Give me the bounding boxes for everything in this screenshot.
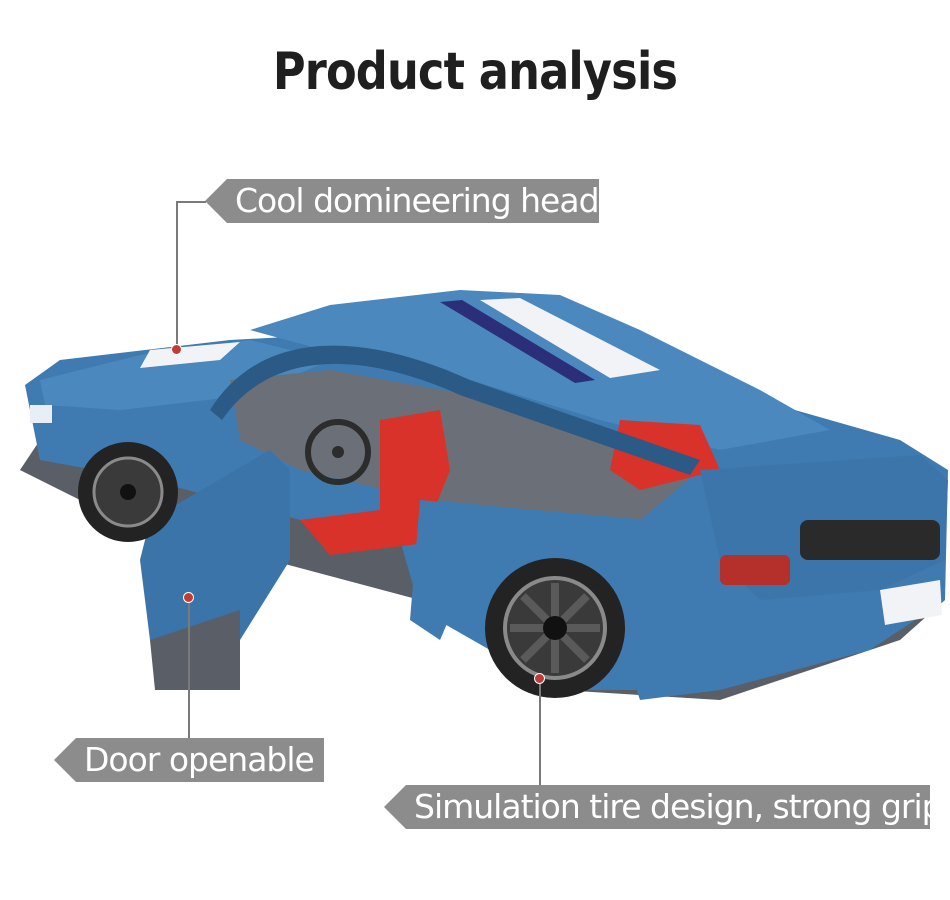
rear-light <box>720 555 790 585</box>
tire-leader <box>539 678 541 785</box>
callout-door-label: Door openable <box>54 738 324 782</box>
hood-stripe <box>140 342 240 368</box>
callout-tire-label: Simulation tire design, strong grip <box>384 785 930 829</box>
rear-spoiler-black <box>800 520 940 560</box>
red-floor <box>300 505 450 555</box>
open-door-panel <box>140 450 290 680</box>
head-leader-vertical <box>176 201 178 349</box>
page-title: Product analysis <box>272 42 678 102</box>
car-hood <box>40 340 330 410</box>
callout-head-label: Cool domineering head <box>205 179 599 223</box>
door-leader <box>188 597 190 738</box>
car-roof <box>250 290 830 450</box>
roof-stripe <box>480 298 660 378</box>
headlight <box>30 405 52 423</box>
tire-marker-dot <box>534 673 545 684</box>
head-leader-horizontal <box>176 201 206 203</box>
rear-fender <box>410 500 720 700</box>
head-marker-dot <box>171 344 182 355</box>
red-seat <box>380 410 450 520</box>
steering-wheel <box>305 419 371 485</box>
car-cabin-interior <box>230 370 700 520</box>
door-marker-dot <box>183 592 194 603</box>
